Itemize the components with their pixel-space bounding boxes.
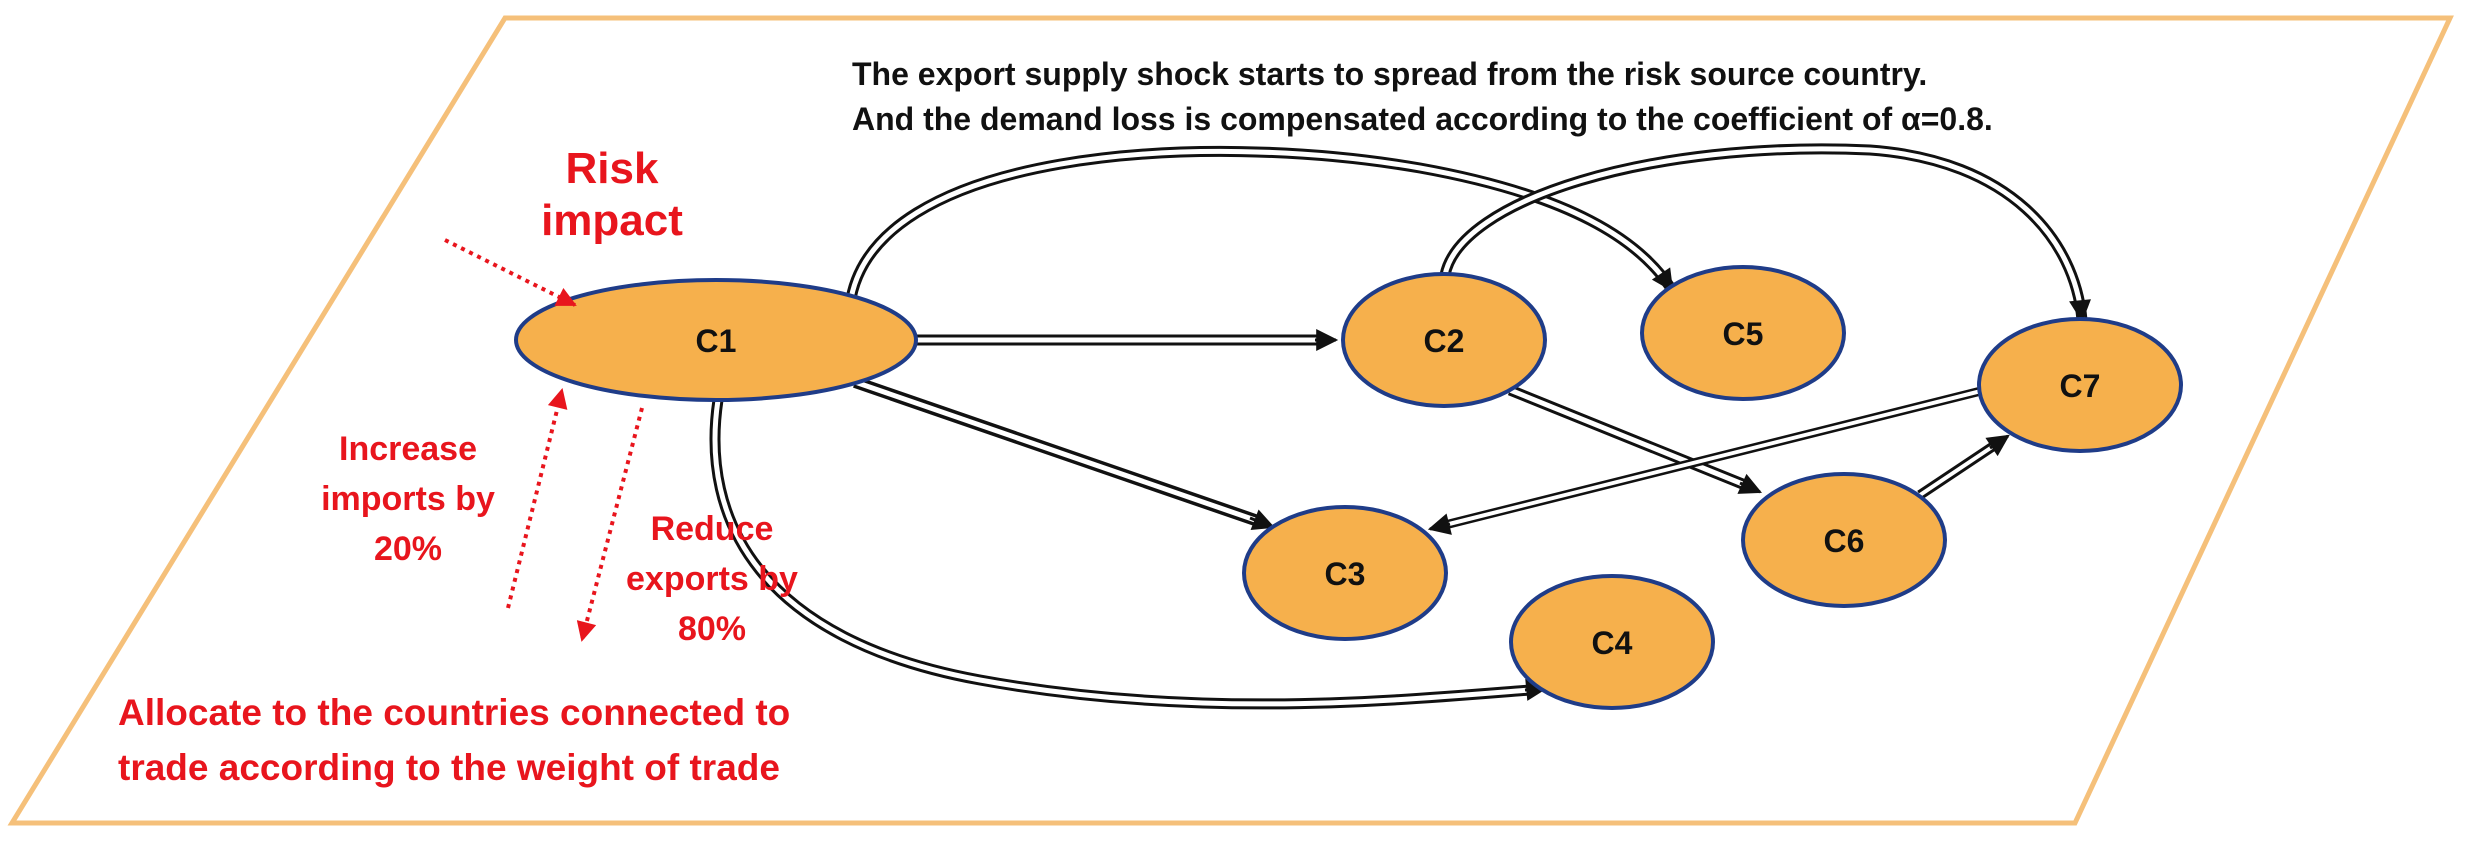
- edge-c7-c3: [1427, 385, 1987, 535]
- reduce-line-3: 80%: [678, 610, 746, 648]
- increase-imports-arrow: [506, 388, 568, 609]
- risk-label-line-1: Risk: [566, 144, 659, 193]
- caption-line-2: And the demand loss is compensated accor…: [852, 101, 1993, 137]
- node-c6-label: C6: [1824, 523, 1865, 559]
- node-c7[interactable]: C7: [1977, 317, 2183, 453]
- increase-line-3: 20%: [374, 530, 442, 568]
- risk-label-line-2: impact: [541, 196, 683, 245]
- caption-line-1: The export supply shock starts to spread…: [852, 56, 1927, 92]
- increase-line-1: Increase: [339, 430, 477, 468]
- allocate-line-1: Allocate to the countries connected to: [118, 692, 790, 733]
- node-c4-label: C4: [1592, 625, 1633, 661]
- increase-line-2: imports by: [321, 480, 495, 518]
- nodes: C1 C2 C3 C4 C5 C6 C7: [514, 265, 2183, 710]
- node-c3[interactable]: C3: [1242, 505, 1448, 641]
- node-c1[interactable]: C1: [514, 278, 918, 402]
- plane-frame: [7, 15, 2454, 826]
- node-c3-label: C3: [1325, 556, 1366, 592]
- reduce-line-2: exports by: [626, 560, 798, 598]
- node-c4[interactable]: C4: [1509, 574, 1715, 710]
- risk-arrows: [444, 238, 644, 642]
- node-c7-label: C7: [2060, 368, 2101, 404]
- allocate-line-2: trade according to the weight of trade: [118, 747, 780, 788]
- edge-c6-c7: [1917, 434, 2010, 500]
- reduce-exports-arrow: [576, 407, 644, 642]
- node-c5-label: C5: [1723, 316, 1764, 352]
- edge-c2-c6: [1507, 384, 1763, 494]
- edge-c1-c5: [844, 145, 1677, 306]
- node-c5[interactable]: C5: [1640, 265, 1846, 401]
- node-c2[interactable]: C2: [1341, 272, 1547, 408]
- risk-impact-arrow: [444, 238, 577, 307]
- node-c6[interactable]: C6: [1741, 472, 1947, 608]
- edges: [709, 143, 2091, 710]
- reduce-line-1: Reduce: [651, 510, 774, 548]
- edge-c1-c3: [853, 376, 1276, 531]
- node-c2-label: C2: [1424, 323, 1465, 359]
- node-c1-label: C1: [696, 323, 737, 359]
